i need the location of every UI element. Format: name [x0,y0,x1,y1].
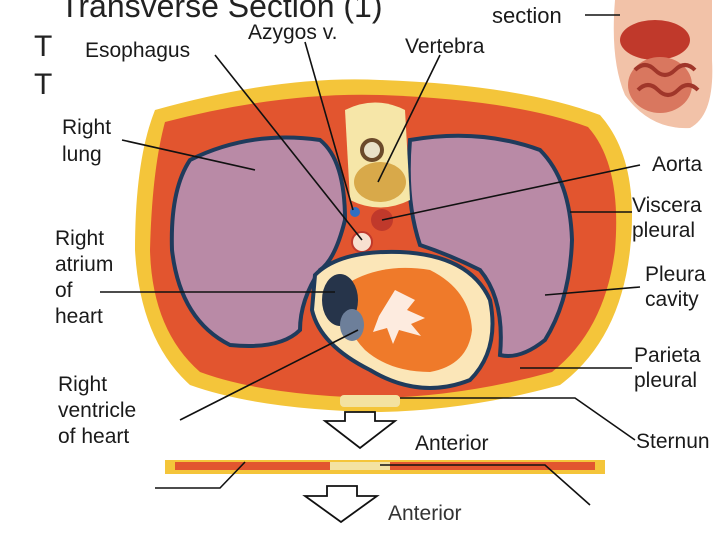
inset-section-label: section [492,3,562,28]
label-vertebra: Vertebra [405,35,485,58]
label-esophagus: Esophagus [85,39,191,62]
anterior-arrow-lower [302,485,380,524]
label-right-lung: Right lung [62,116,112,166]
anterior-arrow-upper [322,411,398,450]
label-pleural-cavity: Pleura cavity [645,263,706,311]
label-right-ventricle: Right ventricle of heart [58,373,137,448]
leader-lines [100,14,641,506]
label-anterior-upper: Anterior [415,432,489,455]
label-aorta: Aorta [652,153,703,176]
label-azygos-vein: Azygos v. [248,21,338,44]
label-sternum: Sternun [636,430,710,453]
label-anterior-lower: Anterior [388,502,462,525]
thorax-cross-section [135,79,632,412]
side-letter-bottom: T [34,68,53,101]
inset-torso-thumbnail [600,0,720,130]
page-title: Transverse Section (1) [60,0,383,24]
label-visceral-pleura: Viscera pleural [632,194,702,242]
label-right-atrium: Right atrium of heart [55,227,114,328]
side-letter-top: T [34,30,53,63]
lower-section-strip [165,460,605,474]
label-parietal-pleura: Parieta pleural [634,344,701,392]
